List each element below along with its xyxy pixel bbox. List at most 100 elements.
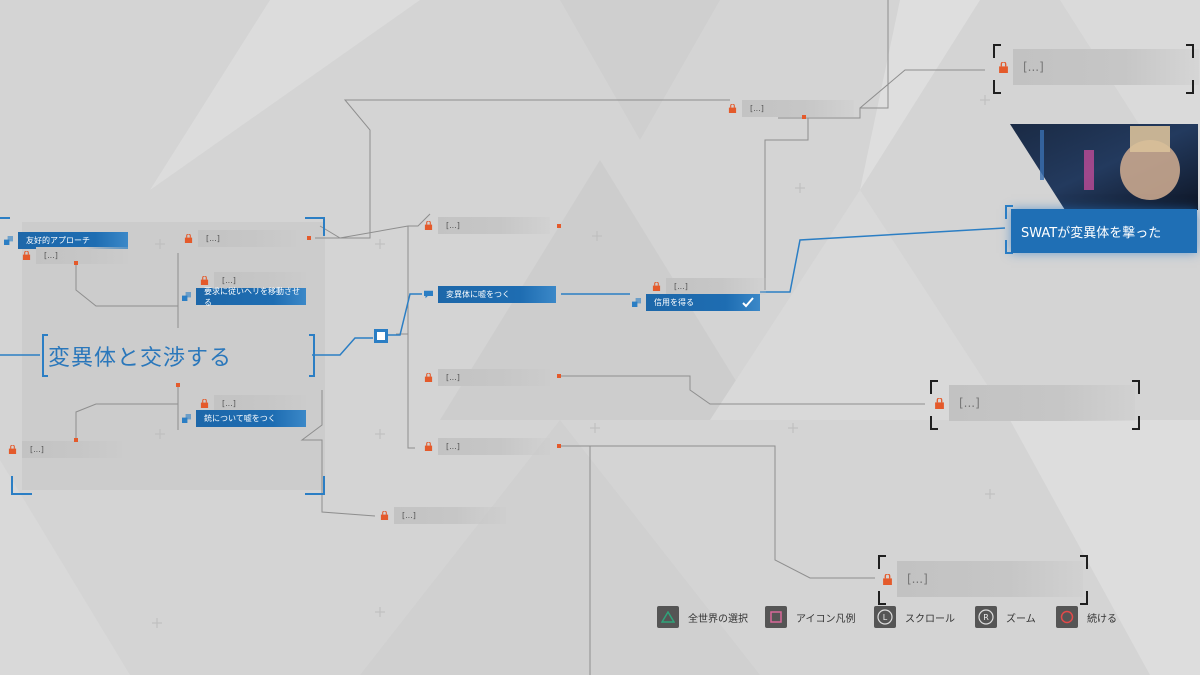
frame-corner xyxy=(1005,240,1013,254)
lock-icon xyxy=(935,397,944,409)
legend-zoom[interactable]: R ズーム xyxy=(975,606,1036,628)
lock-icon xyxy=(424,373,433,382)
node-locked-e[interactable]: [...] xyxy=(8,441,122,458)
l-stick-icon: L xyxy=(874,606,896,628)
option-icon xyxy=(182,414,191,423)
frame-corner xyxy=(1132,416,1140,430)
node-label: 変異体に嘘をつく xyxy=(438,286,556,303)
lock-icon xyxy=(883,573,892,585)
node-label: [...] xyxy=(214,272,306,289)
scene-title: 変異体と交渉する xyxy=(48,346,233,371)
node-locked-k[interactable]: [...] xyxy=(652,278,766,295)
frame-corner xyxy=(930,416,938,430)
connector-dot xyxy=(802,115,806,119)
node-locked-b[interactable]: [...] xyxy=(184,230,296,247)
ending-label: [...] xyxy=(1013,49,1199,85)
option-icon xyxy=(182,292,191,301)
ending-locked-top[interactable]: [...] xyxy=(998,49,1199,85)
ending-label: [...] xyxy=(897,561,1083,597)
option-icon xyxy=(4,236,13,245)
legend-label: スクロール xyxy=(905,613,955,625)
node-label: [...] xyxy=(198,230,296,247)
node-label: [...] xyxy=(742,100,854,117)
node-label: 銃について嘘をつく xyxy=(196,410,306,427)
legend-select-world[interactable]: 全世界の選択 xyxy=(657,606,748,628)
square-button-icon xyxy=(765,606,787,628)
node-gain-trust[interactable]: 信用を得る xyxy=(632,294,760,311)
node-lie-about-gun[interactable]: 銃について嘘をつく xyxy=(182,410,306,427)
circle-button-icon xyxy=(1056,606,1078,628)
frame-corner xyxy=(930,380,938,394)
lock-icon xyxy=(184,234,193,243)
node-locked-f[interactable]: [...] xyxy=(424,217,550,234)
node-label: 友好的アプローチ xyxy=(18,232,128,249)
l-glyph: L xyxy=(883,613,888,622)
hub-icon[interactable] xyxy=(373,328,389,344)
node-label: [...] xyxy=(394,507,506,524)
lock-icon xyxy=(380,511,389,520)
connector-dot xyxy=(74,261,78,265)
frame-corner xyxy=(993,80,1001,94)
frame-corner xyxy=(1186,44,1194,58)
gain-trust-text: 信用を得る xyxy=(654,298,694,307)
node-locked-h[interactable]: [...] xyxy=(424,438,550,455)
frame-corner xyxy=(878,555,886,569)
legend-icon-legend[interactable]: アイコン凡例 xyxy=(765,606,856,628)
node-label: [...] xyxy=(36,247,128,264)
lock-icon xyxy=(424,221,433,230)
lock-icon xyxy=(8,445,17,454)
connector-dot xyxy=(557,224,561,228)
legend-label: アイコン凡例 xyxy=(796,613,856,625)
triangle-button-icon xyxy=(657,606,679,628)
legend-continue[interactable]: 続ける xyxy=(1056,606,1117,628)
connector-dot xyxy=(557,444,561,448)
ending-swat-shot[interactable]: SWATが変異体を撃った xyxy=(1011,209,1197,253)
r-stick-icon: R xyxy=(975,606,997,628)
node-locked-d[interactable]: [...] xyxy=(200,395,306,412)
ending-locked-bottom[interactable]: [...] xyxy=(882,561,1083,597)
frame-corner xyxy=(1132,380,1140,394)
lock-icon xyxy=(200,399,209,408)
lock-icon xyxy=(22,251,31,260)
node-label: [...] xyxy=(666,278,766,295)
connector-dot xyxy=(557,374,561,378)
node-label: [...] xyxy=(438,369,550,386)
dialogue-icon xyxy=(424,290,433,299)
ending-label: [...] xyxy=(949,385,1135,421)
frame-corner xyxy=(1080,591,1088,605)
node-locked-j[interactable]: [...] xyxy=(728,100,854,117)
node-label: 要求に従いヘリを移動させる xyxy=(196,287,306,307)
legend-label: 全世界の選択 xyxy=(688,613,748,625)
node-label: 信用を得る xyxy=(646,294,760,311)
r-glyph: R xyxy=(983,613,989,622)
check-icon xyxy=(742,297,754,308)
legend-label: 続ける xyxy=(1087,613,1117,625)
node-locked-g[interactable]: [...] xyxy=(424,369,550,386)
node-lie-to-deviant[interactable]: 変異体に嘘をつく xyxy=(424,286,556,303)
lock-icon xyxy=(200,276,209,285)
node-locked-a[interactable]: [...] xyxy=(22,247,128,264)
node-label: [...] xyxy=(214,395,306,412)
node-locked-i[interactable]: [...] xyxy=(380,507,506,524)
connector-dot xyxy=(176,383,180,387)
frame-corner xyxy=(993,44,1001,58)
legend-scroll[interactable]: L スクロール xyxy=(874,606,955,628)
node-locked-c[interactable]: [...] xyxy=(200,272,306,289)
ending-portrait xyxy=(1010,124,1198,210)
connector-dot xyxy=(74,438,78,442)
frame-corner xyxy=(1186,80,1194,94)
node-request-heli[interactable]: 要求に従いヘリを移動させる xyxy=(182,287,306,307)
frame-corner xyxy=(1005,205,1013,219)
connector-dot xyxy=(307,236,311,240)
lock-icon xyxy=(728,104,737,113)
node-label: [...] xyxy=(438,217,550,234)
lock-icon xyxy=(999,61,1008,73)
node-friendly-approach[interactable]: 友好的アプローチ xyxy=(4,232,128,249)
legend-label: ズーム xyxy=(1006,613,1036,625)
ending-locked-middle[interactable]: [...] xyxy=(934,385,1135,421)
lock-icon xyxy=(424,442,433,451)
frame-corner xyxy=(1080,555,1088,569)
node-label: [...] xyxy=(22,441,122,458)
option-icon xyxy=(632,298,641,307)
